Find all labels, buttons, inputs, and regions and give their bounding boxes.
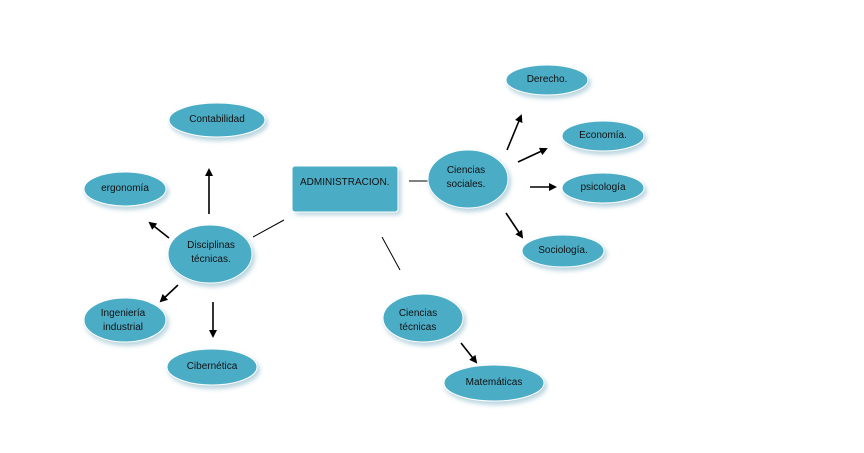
node-label-line: Contabilidad [189, 114, 245, 125]
arrow-to-ergonomia [148, 221, 170, 239]
nodes-layer: ADMINISTRACION. Disciplinas técnicas. Cienc… [83, 64, 647, 405]
node-label: Sociología. [538, 245, 587, 256]
node-bubble [382, 293, 464, 343]
node-label-line: Disciplinas [187, 240, 235, 251]
node-bubble [505, 64, 589, 96]
node-label: ADMINISTRACION. [300, 177, 389, 188]
node-label: ergonomía [101, 183, 149, 194]
node-ingenieria: Ingeniería industrial [83, 297, 169, 346]
node-label: psicología [580, 182, 625, 193]
node-label: Ingeniería industrial [101, 308, 146, 333]
node-label-line: ADMINISTRACION. [300, 177, 389, 188]
node-derecho: Derecho. [505, 64, 591, 99]
node-label: Cibernética [187, 361, 238, 372]
node-sociologia: Sociología. [521, 234, 607, 271]
node-label-line: Sociología. [538, 245, 587, 256]
node-matematicas: Matemáticas [443, 364, 547, 405]
node-label-line: industrial [103, 322, 143, 333]
node-label-line: sociales. [447, 179, 486, 190]
node-label: Derecho. [527, 74, 568, 85]
node-label: Economía. [579, 130, 627, 141]
node-label: Disciplinas técnicas. [187, 240, 235, 265]
node-bubble [83, 297, 167, 343]
node-bubble [167, 224, 253, 284]
node-label: Matemáticas [466, 377, 523, 388]
link-root-tecnicas [381, 236, 401, 271]
node-label-line: psicología [580, 182, 625, 193]
root-box [291, 165, 399, 213]
node-label-line: ergonomía [101, 183, 149, 194]
node-label-line: Ingeniería [101, 308, 146, 319]
node-bubble [168, 102, 266, 138]
node-label-line: Matemáticas [466, 377, 523, 388]
node-economia: Economía. [561, 120, 647, 155]
node-label-line: Cibernética [187, 361, 238, 372]
node-bubble [83, 171, 167, 207]
node-label-clip: Ciencias técnicas [399, 308, 437, 333]
arrow-to-derecho [506, 114, 523, 151]
node-bubble [443, 364, 545, 402]
node-bubble [561, 172, 645, 204]
link-root-disciplinas [252, 219, 285, 238]
node-cibernetica: Cibernética [166, 348, 260, 389]
node-label-line: Ciencias [447, 165, 485, 176]
node-root: ADMINISTRACION. [291, 165, 401, 215]
node-label: Contabilidad [189, 114, 245, 125]
node-tecnicas: Ciencias técnicas [382, 293, 466, 346]
arrow-to-sociologia [505, 212, 524, 239]
node-sociales: Ciencias sociales. [427, 149, 511, 212]
arrow-to-economia [517, 147, 548, 163]
node-bubble [561, 120, 645, 152]
node-label: Ciencias técnicas [399, 308, 437, 333]
node-disciplinas: Disciplinas técnicas. [167, 224, 255, 287]
node-label-line: Ciencias [399, 308, 437, 319]
node-bubble [166, 348, 258, 386]
node-bubble [427, 149, 509, 209]
node-psicologia: psicología [561, 172, 647, 207]
arrow-to-matematicas [460, 342, 478, 364]
node-label-line: técnicas. [191, 254, 230, 265]
arrow-to-ingenieria [159, 284, 179, 303]
edges-layer [148, 114, 557, 364]
node-ergonomia: ergonomía [83, 171, 169, 210]
node-label-line: Derecho. [527, 74, 568, 85]
node-label: Ciencias sociales. [447, 165, 486, 190]
node-contabilidad: Contabilidad [168, 102, 268, 141]
node-label-line: técnicas [400, 322, 437, 333]
node-bubble [521, 234, 605, 268]
node-label-line: Economía. [579, 130, 627, 141]
